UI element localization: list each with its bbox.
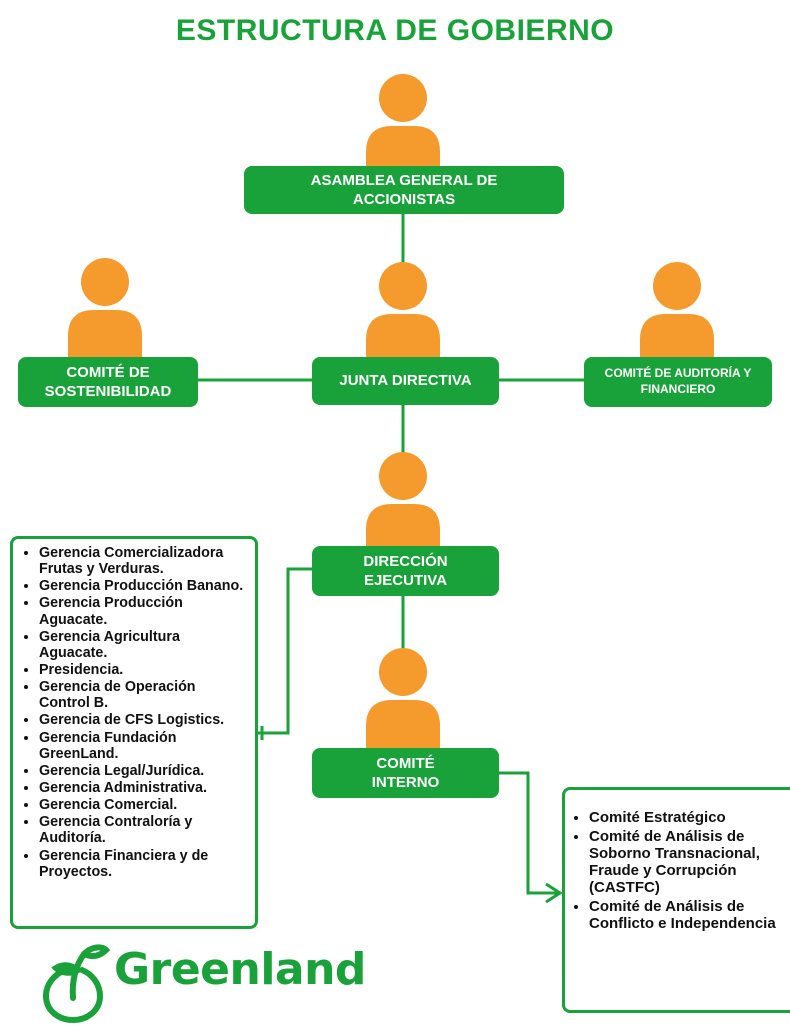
- gerencia-item: Gerencia Administrativa.: [39, 780, 249, 796]
- comite-item: Comité de Análisis de Soborno Transnacio…: [589, 828, 789, 897]
- node-comite-auditoria: COMITÉ DE AUDITORÍA Y FINANCIERO: [584, 357, 772, 407]
- person-icon: [640, 262, 714, 362]
- gerencia-item: Gerencia Agricultura Aguacate.: [39, 629, 249, 661]
- gerencia-item: Gerencia Comercial.: [39, 797, 249, 813]
- gerencia-item: Gerencia de Operación Control B.: [39, 679, 249, 711]
- gerencia-item: Gerencia Legal/Jurídica.: [39, 763, 249, 779]
- greenland-sprout-icon: [42, 944, 111, 1024]
- node-interno-line2: INTERNO: [371, 774, 440, 791]
- gerencia-item: Gerencia Producción Banano.: [39, 578, 249, 594]
- gerencias-list-box: Gerencia Comercializadora Frutas y Verdu…: [10, 536, 258, 929]
- person-icon: [366, 74, 440, 174]
- node-asamblea-line1: ASAMBLEA GENERAL DE: [310, 171, 498, 189]
- node-comite-interno: COMITÉ INTERNO: [312, 748, 499, 798]
- connector-interno-comites: [499, 771, 560, 895]
- comite-item: Comité de Análisis de Conflicto e Indepe…: [589, 898, 789, 933]
- gerencia-item: Gerencia Contraloría y Auditoría.: [39, 814, 249, 846]
- person-icon: [68, 258, 142, 358]
- node-direccion-line2: EJECUTIVA: [363, 572, 448, 589]
- person-icon: [366, 452, 440, 552]
- node-comite-sostenibilidad: COMITÉ DE SOSTENIBILIDAD: [18, 357, 198, 407]
- person-icon: [366, 262, 440, 362]
- gerencia-item: Presidencia.: [39, 662, 249, 678]
- gerencia-item: Gerencia Fundación GreenLand.: [39, 730, 249, 762]
- logo-text: Greenland: [114, 944, 366, 995]
- node-asamblea-line2: ACCIONISTAS: [352, 191, 456, 208]
- node-interno-line1: COMITÉ: [376, 754, 435, 772]
- gerencia-item: Gerencia Producción Aguacate.: [39, 595, 249, 627]
- gerencia-item: Gerencia Comercializadora Frutas y Verdu…: [39, 545, 249, 577]
- node-junta-directiva: JUNTA DIRECTIVA: [312, 357, 499, 405]
- connector-direccion-gerencias: [258, 567, 312, 735]
- comites-list: Comité EstratégicoComité de Análisis de …: [575, 809, 789, 933]
- gerencias-list: Gerencia Comercializadora Frutas y Verdu…: [25, 545, 249, 880]
- person-icon: [366, 648, 440, 748]
- gerencia-item: Gerencia Financiera y de Proyectos.: [39, 848, 249, 880]
- arrow-right-icon: [545, 882, 563, 904]
- node-junta-line1: JUNTA DIRECTIVA: [339, 372, 472, 390]
- comites-list-box: Comité EstratégicoComité de Análisis de …: [562, 787, 790, 1013]
- node-auditoria-line1: COMITÉ DE AUDITORÍA Y: [604, 366, 752, 381]
- node-direccion-line1: DIRECCIÓN: [363, 552, 448, 570]
- gerencia-item: Gerencia de CFS Logistics.: [39, 712, 249, 728]
- node-sostenibilidad-line2: SOSTENIBILIDAD: [44, 383, 172, 400]
- comite-item: Comité Estratégico: [589, 809, 789, 827]
- node-asamblea-general: ASAMBLEA GENERAL DE ACCIONISTAS: [244, 166, 564, 214]
- node-direccion-ejecutiva: DIRECCIÓN EJECUTIVA: [312, 546, 499, 596]
- greenland-logo: Greenland: [36, 940, 366, 1024]
- node-sostenibilidad-line1: COMITÉ DE: [66, 363, 150, 381]
- node-auditoria-line2: FINANCIERO: [640, 382, 716, 396]
- page-title: ESTRUCTURA DE GOBIERNO: [175, 14, 615, 47]
